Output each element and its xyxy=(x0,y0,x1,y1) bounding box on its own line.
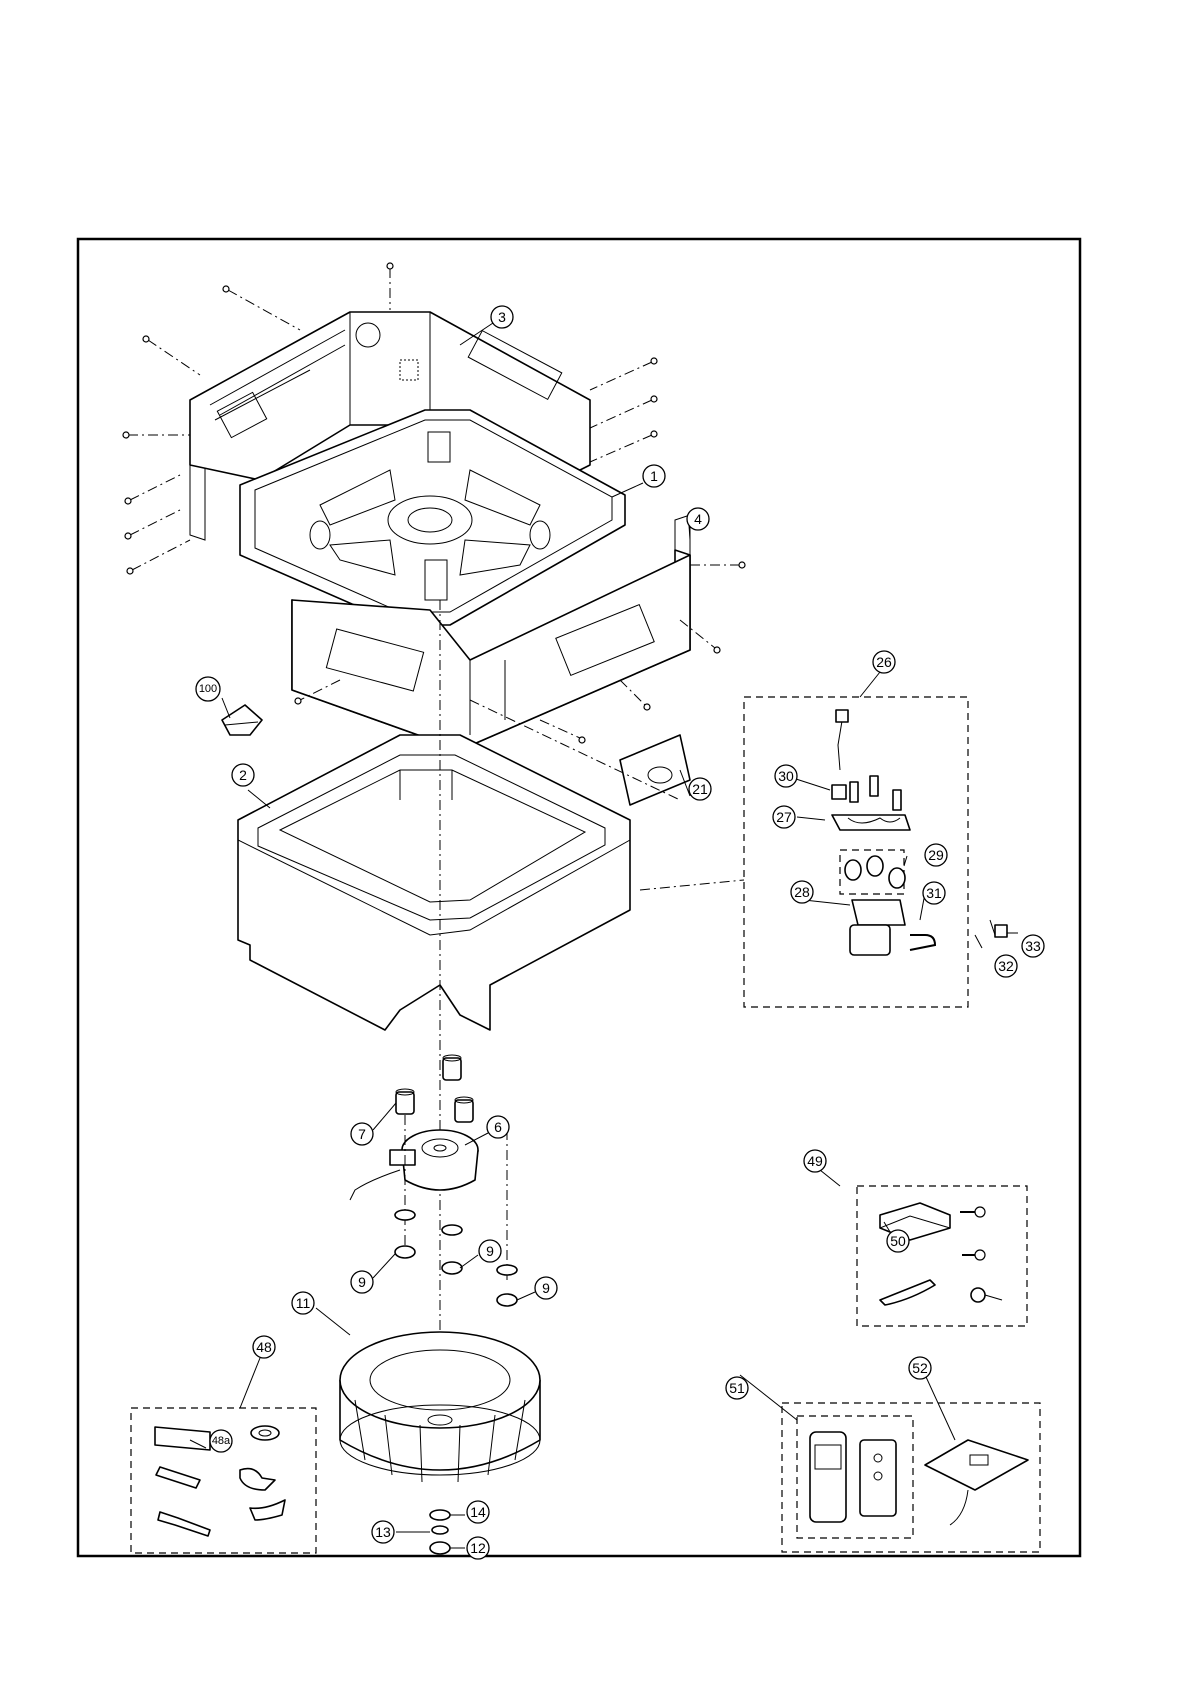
svg-text:29: 29 xyxy=(928,847,944,863)
callout-13: 13 xyxy=(372,1521,394,1543)
callout-2: 2 xyxy=(232,764,254,786)
callout-14: 14 xyxy=(467,1501,489,1523)
callout-30: 30 xyxy=(775,765,797,787)
callout-3: 3 xyxy=(491,306,513,328)
svg-text:14: 14 xyxy=(470,1504,486,1520)
svg-text:12: 12 xyxy=(470,1540,486,1556)
svg-text:49: 49 xyxy=(807,1153,823,1169)
svg-text:48: 48 xyxy=(256,1339,272,1355)
remote-controller-items xyxy=(810,1432,1028,1525)
callout-7: 7 xyxy=(351,1123,373,1145)
svg-text:9: 9 xyxy=(486,1243,494,1259)
svg-text:100: 100 xyxy=(199,683,217,695)
drain-pump-assembly xyxy=(832,710,1007,955)
callout-4: 4 xyxy=(687,508,709,530)
insulation-piece xyxy=(222,705,262,735)
svg-text:50: 50 xyxy=(890,1233,906,1249)
svg-text:21: 21 xyxy=(692,781,708,797)
callout-9-right: 9 xyxy=(535,1277,557,1299)
callout-9-middle: 9 xyxy=(479,1240,501,1262)
callout-32: 32 xyxy=(995,955,1017,977)
motor-bushings xyxy=(396,1055,473,1122)
callout-48a: 48a xyxy=(210,1430,232,1452)
callout-12: 12 xyxy=(467,1537,489,1559)
svg-text:26: 26 xyxy=(876,654,892,670)
svg-text:48a: 48a xyxy=(212,1435,231,1447)
svg-text:28: 28 xyxy=(794,884,810,900)
callout-52: 52 xyxy=(909,1357,931,1379)
callout-21: 21 xyxy=(689,778,711,800)
svg-text:4: 4 xyxy=(694,511,702,527)
svg-text:30: 30 xyxy=(778,768,794,784)
svg-text:52: 52 xyxy=(912,1360,928,1376)
callout-31: 31 xyxy=(923,882,945,904)
callout-9-left: 9 xyxy=(351,1271,373,1293)
callout-27: 27 xyxy=(773,806,795,828)
svg-text:33: 33 xyxy=(1025,938,1041,954)
callout-50: 50 xyxy=(887,1230,909,1252)
svg-text:13: 13 xyxy=(375,1524,391,1540)
svg-text:9: 9 xyxy=(358,1274,366,1290)
callout-6: 6 xyxy=(487,1116,509,1138)
svg-text:51: 51 xyxy=(729,1380,745,1396)
svg-text:3: 3 xyxy=(498,309,506,325)
svg-text:6: 6 xyxy=(494,1119,502,1135)
callout-100: 100 xyxy=(196,677,220,701)
callout-26: 26 xyxy=(873,651,895,673)
callout-51: 51 xyxy=(726,1377,748,1399)
fan-hub-hardware xyxy=(430,1510,450,1554)
callout-33: 33 xyxy=(1022,935,1044,957)
svg-text:9: 9 xyxy=(542,1280,550,1296)
svg-text:1: 1 xyxy=(650,468,658,484)
svg-text:2: 2 xyxy=(239,767,247,783)
svg-text:27: 27 xyxy=(776,809,792,825)
callout-29: 29 xyxy=(925,844,947,866)
svg-text:7: 7 xyxy=(358,1126,366,1142)
bracket xyxy=(620,735,690,805)
svg-text:32: 32 xyxy=(998,958,1014,974)
accessory-kit-box xyxy=(857,1186,1027,1326)
svg-text:11: 11 xyxy=(296,1295,311,1311)
svg-text:31: 31 xyxy=(926,885,942,901)
callout-48: 48 xyxy=(253,1336,275,1358)
accessory-kit-items xyxy=(880,1203,1002,1305)
callout-28: 28 xyxy=(791,881,813,903)
callout-1: 1 xyxy=(643,465,665,487)
drain-pan-casing xyxy=(238,735,630,1030)
turbo-fan xyxy=(340,1332,540,1482)
callout-49: 49 xyxy=(804,1150,826,1172)
kit-pointer xyxy=(640,880,744,890)
callout-11: 11 xyxy=(292,1292,314,1314)
